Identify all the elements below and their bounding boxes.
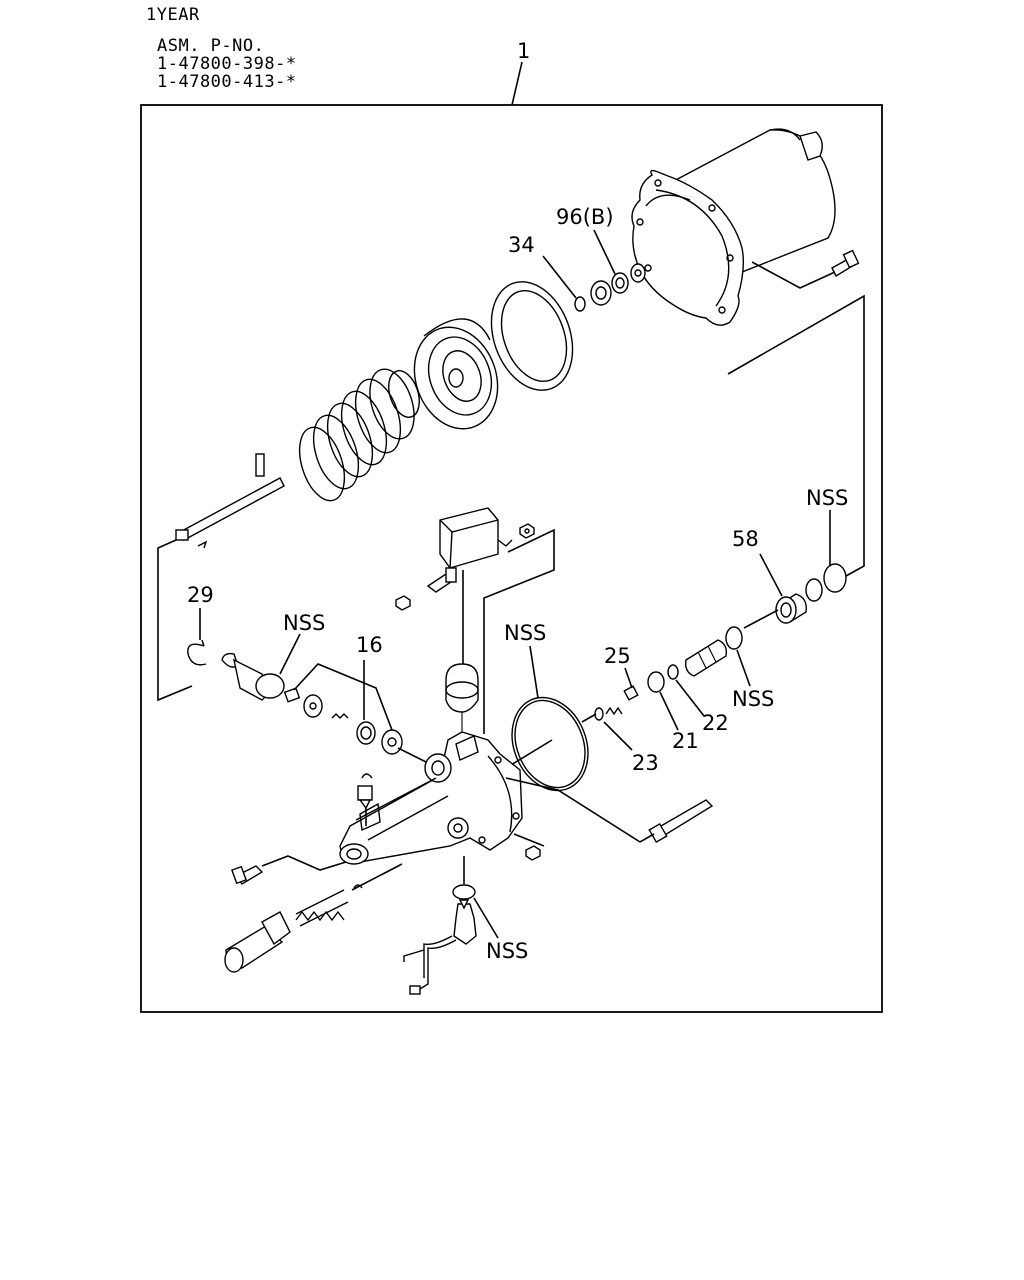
- screw-25: [623, 685, 639, 701]
- large-o-ring: [511, 696, 589, 792]
- leader-23: [603, 721, 633, 751]
- callout-29: 29: [187, 583, 214, 607]
- asm-part-number-label: ASM. P-NO.: [157, 36, 265, 56]
- plug-spring: [295, 889, 349, 927]
- callout-58: 58: [732, 527, 759, 551]
- part-number-1: 1-47800-398-*: [157, 54, 297, 74]
- end-plug: [224, 911, 291, 973]
- clip-ring: [353, 884, 363, 889]
- valve-spool: [684, 639, 728, 677]
- leader-nss-seal: [736, 649, 751, 687]
- pressure-sensor: [403, 899, 477, 995]
- snap-ring-29: [187, 639, 207, 666]
- leader-34: [542, 255, 577, 299]
- bushing-96b: [590, 263, 646, 306]
- master-cylinder-body: [339, 731, 523, 865]
- ring-21: [647, 671, 665, 693]
- nut-top: [519, 523, 535, 539]
- callout-25: 25: [604, 644, 631, 668]
- guide-rod-leader: [505, 777, 655, 843]
- large-o-ring-inner: [514, 699, 586, 789]
- spring-23: [594, 706, 623, 721]
- housing-bolt: [831, 249, 860, 277]
- elbow-fitting: [221, 652, 285, 701]
- piston-cup-58: [775, 593, 807, 624]
- callout-21: 21: [672, 729, 699, 753]
- callout-nss-fitting: NSS: [283, 611, 325, 635]
- nut-leader: [513, 833, 545, 847]
- snap-ring: [823, 563, 847, 593]
- rod-bracket-leader: [157, 539, 193, 702]
- callout-34: 34: [508, 233, 535, 257]
- leader-22: [675, 679, 705, 717]
- leader-21: [659, 691, 679, 731]
- hose-fitting: [426, 567, 457, 593]
- leader-nss-fitting: [279, 633, 301, 675]
- reservoir-cap: [439, 507, 513, 569]
- nut-left: [395, 595, 411, 611]
- housing-bolt-leader: [751, 261, 836, 289]
- bleeder-screw: [357, 773, 373, 810]
- leader-nss-oring: [529, 645, 539, 699]
- leader-nss-bottom: [473, 897, 499, 939]
- right-bracket-leader: [727, 294, 865, 577]
- part-number-2: 1-47800-413-*: [157, 72, 297, 92]
- push-rod: [175, 453, 285, 549]
- callout-16: 16: [356, 633, 383, 657]
- return-spring: [298, 368, 420, 502]
- o-ring-34: [574, 296, 586, 312]
- check-valve-set-16: [283, 687, 403, 755]
- leader-96b: [593, 229, 616, 275]
- assembly-frame: [140, 104, 883, 1013]
- callout-23: 23: [632, 751, 659, 775]
- warranty-label: 1YEAR: [146, 5, 200, 25]
- valve-dome: [445, 663, 479, 732]
- callout-1: 1: [517, 39, 530, 63]
- spool-axis: [743, 609, 779, 629]
- callout-96b: 96(B): [556, 205, 614, 229]
- callout-nss-bottom: NSS: [486, 939, 528, 963]
- snap-ring-inner: [805, 578, 823, 602]
- spring-axis: [581, 713, 597, 723]
- guide-rod: [648, 799, 714, 844]
- leader-58: [759, 553, 783, 597]
- callout-nss-snapring: NSS: [806, 486, 848, 510]
- assembly-leader: [511, 61, 523, 106]
- mounting-bolt: [231, 865, 264, 885]
- seal-nss: [725, 626, 743, 650]
- leader-16: [293, 663, 393, 731]
- oring-axis: [505, 739, 553, 769]
- callout-nss-oring: NSS: [504, 621, 546, 645]
- booster-housing: [631, 128, 836, 326]
- callout-22: 22: [702, 711, 729, 735]
- diaphragm-ring: [490, 281, 574, 391]
- leader-25: [624, 667, 633, 689]
- nut-bottom: [525, 845, 541, 861]
- bolt-leader: [261, 855, 347, 871]
- cap-leader: [483, 528, 555, 734]
- ring-22: [667, 664, 679, 680]
- callout-nss-seal: NSS: [732, 687, 774, 711]
- sensor-o-ring: [452, 884, 476, 900]
